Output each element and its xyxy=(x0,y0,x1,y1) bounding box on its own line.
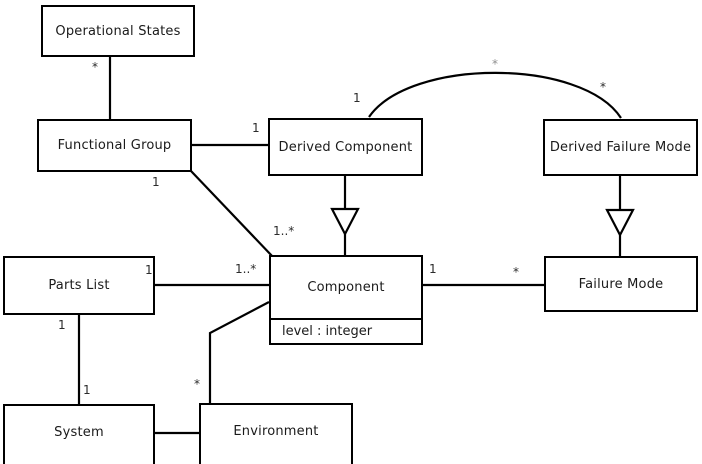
class-component[interactable]: Component level : integer xyxy=(269,255,423,345)
multiplicity-component-failure-mode-near: 1 xyxy=(429,262,437,276)
multiplicity-component-environment: * xyxy=(194,377,200,391)
edge-component-environment xyxy=(208,301,270,403)
class-attribute-component-level: level : integer xyxy=(271,318,421,343)
class-derived-component[interactable]: Derived Component xyxy=(268,118,423,176)
class-name-failure-mode: Failure Mode xyxy=(578,276,664,292)
class-name-functional-group: Functional Group xyxy=(57,138,172,153)
class-name-derived-component: Derived Component xyxy=(278,139,413,155)
class-name-component: Component xyxy=(307,280,385,295)
multiplicity-operational-states-functional-group: * xyxy=(92,60,98,74)
class-environment[interactable]: Environment xyxy=(199,403,353,464)
class-derived-failure-mode[interactable]: Derived Failure Mode xyxy=(543,119,698,176)
multiplicity-parts-list-component-far: 1..* xyxy=(235,262,257,276)
multiplicity-component-failure-mode-far: * xyxy=(513,265,519,279)
class-operational-states[interactable]: Operational States xyxy=(41,5,195,57)
class-name-derived-failure-mode: Derived Failure Mode xyxy=(549,140,692,155)
class-name-operational-states: Operational States xyxy=(55,23,181,39)
edge-derived-component-derived-failure-mode xyxy=(368,71,622,119)
class-failure-mode[interactable]: Failure Mode xyxy=(544,256,698,312)
multiplicity-parts-list-system-top: 1 xyxy=(58,318,66,332)
class-name-environment: Environment xyxy=(233,424,319,439)
multiplicity-derived-component-arc: 1 xyxy=(353,91,361,105)
multiplicity-parts-list-component-near: 1 xyxy=(145,263,153,277)
multiplicity-functional-group-component-near: 1 xyxy=(152,175,160,189)
multiplicity-parts-list-system-bottom: 1 xyxy=(83,383,91,397)
multiplicity-functional-group-derived-component: 1 xyxy=(252,121,260,135)
generalization-triangle-derived-failure-mode xyxy=(605,208,635,238)
class-system[interactable]: System xyxy=(3,404,155,464)
class-parts-list[interactable]: Parts List xyxy=(3,256,155,315)
class-name-system: System xyxy=(54,424,104,440)
multiplicity-derived-failure-mode-arc: * xyxy=(600,80,606,94)
class-name-parts-list: Parts List xyxy=(48,278,110,293)
class-functional-group[interactable]: Functional Group xyxy=(37,119,192,172)
generalization-triangle-derived-component xyxy=(330,207,360,237)
multiplicity-functional-group-component-far: 1..* xyxy=(273,224,295,238)
edge-functional-group-component xyxy=(190,170,274,258)
multiplicity-arc-apex: * xyxy=(492,57,498,71)
